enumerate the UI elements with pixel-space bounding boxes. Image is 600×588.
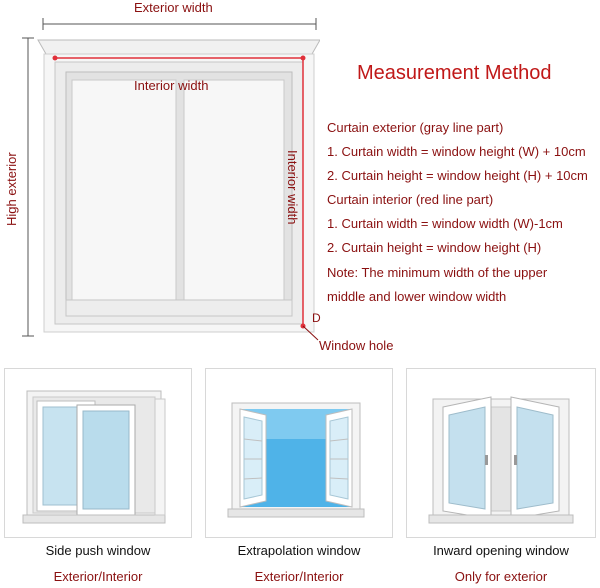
method-line: 1. Curtain width = window width (W)-1cm — [327, 216, 563, 231]
method-line: 1. Curtain width = window height (W) + 1… — [327, 144, 586, 159]
method-line: 2. Curtain height = window height (H) — [327, 240, 542, 255]
extrapolation-window-fit: Exterior/Interior — [254, 569, 344, 584]
side-push-window-name: Side push window — [45, 543, 151, 558]
measurement-method-title: Measurement Method — [357, 62, 552, 84]
extrapolation-window-image — [227, 402, 365, 518]
interior-width-vertical-label: Interior width — [285, 150, 300, 225]
inward-opening-window-image — [428, 396, 574, 524]
side-push-window-fit: Exterior/Interior — [53, 569, 143, 584]
window-hole-label: Window hole — [319, 338, 394, 353]
side-push-window-card — [4, 368, 192, 538]
method-line: 2. Curtain height = window height (H) + … — [327, 168, 588, 183]
measurement-diagram: Exterior width Interior width High exter… — [0, 0, 393, 360]
inward-opening-window-fit: Only for exterior — [454, 569, 548, 584]
side-push-window-image — [22, 390, 166, 524]
inward-opening-window-card — [406, 368, 596, 538]
method-line: Curtain interior (red line part) — [327, 192, 494, 207]
method-line: Curtain exterior (gray line part) — [327, 120, 504, 135]
extrapolation-window-card — [205, 368, 393, 538]
method-line: Note: The minimum width of the upper — [327, 265, 548, 280]
extrapolation-window-name: Extrapolation window — [237, 543, 361, 558]
corner-letter-label: D — [312, 311, 321, 325]
window-measurement-drawing — [22, 18, 320, 341]
method-line: middle and lower window width — [327, 289, 507, 304]
high-exterior-label: High exterior — [4, 152, 19, 226]
interior-width-horizontal-label: Interior width — [134, 78, 209, 93]
inward-opening-window-name: Inward opening window — [433, 543, 569, 558]
exterior-width-label: Exterior width — [134, 0, 213, 15]
